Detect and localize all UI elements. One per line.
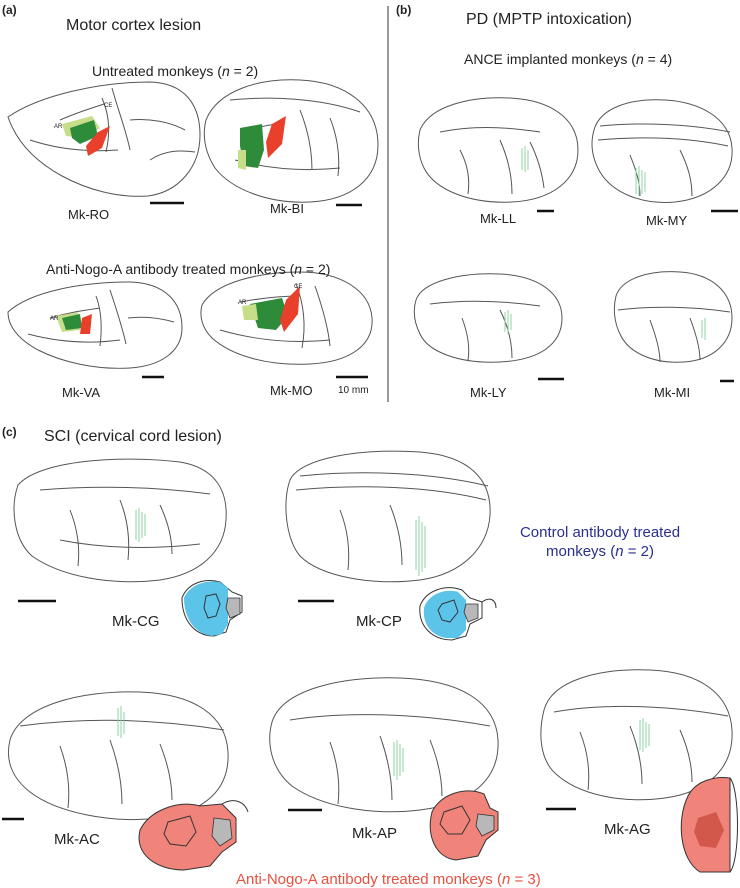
monkey-label-ap: Mk-AP xyxy=(352,826,397,841)
scale-label: 10 mm xyxy=(338,386,369,396)
annotation-ar-mo: AR xyxy=(238,300,246,306)
brain-mk-mi xyxy=(614,272,732,363)
panel-b-group-ance: ANCE implanted monkeys (n = 4) xyxy=(464,52,672,66)
implant-mk-cp xyxy=(416,516,425,576)
lesion-red-bi xyxy=(266,116,286,158)
annotation-ce-ro: CE xyxy=(104,103,112,109)
implant-mk-ac xyxy=(118,706,124,738)
implant-mk-ag xyxy=(640,718,649,752)
panel-a-group-untreated: Untreated monkeys (n = 2) xyxy=(92,64,258,78)
annotation-ar-ro: AR xyxy=(54,124,62,130)
panel-a-title: Motor cortex lesion xyxy=(66,18,201,34)
lesion-green-light-bi xyxy=(238,150,246,170)
brain-mk-my xyxy=(592,100,732,203)
panel-c-title: SCI (cervical cord lesion) xyxy=(44,429,222,445)
panel-c-letter: (c) xyxy=(2,426,17,438)
implant-mk-mi xyxy=(702,318,705,340)
implant-mk-ll xyxy=(522,146,528,172)
panel-a-group-treated: Anti-Nogo-A antibody treated monkeys (n … xyxy=(46,262,330,276)
brain-mk-ag xyxy=(541,670,732,800)
cord-mk-ap xyxy=(430,791,498,860)
monkey-label-cg: Mk-CG xyxy=(112,614,160,629)
panel-c-group-treated: Anti-Nogo-A antibody treated monkeys (n … xyxy=(236,872,541,887)
annotation-ar-va: AR xyxy=(50,316,58,322)
cord-mk-cg xyxy=(182,581,242,636)
monkey-label-ly: Mk-LY xyxy=(470,386,507,399)
brain-mk-cp xyxy=(286,451,490,582)
panel-a-letter: (a) xyxy=(2,4,17,16)
brain-mk-ll xyxy=(418,98,578,202)
monkey-label-mi: Mk-MI xyxy=(654,386,690,399)
implant-mk-cg xyxy=(136,508,145,542)
brain-mk-ly xyxy=(414,274,562,362)
implant-mk-ly xyxy=(505,310,511,334)
annotation-ce-mo: CE xyxy=(294,284,302,290)
lesion-green-light-mo xyxy=(242,304,258,320)
implant-mk-my xyxy=(636,166,645,196)
panel-b-letter: (b) xyxy=(396,4,411,16)
monkey-label-ro: Mk-RO xyxy=(68,208,109,221)
panel-b-title: PD (MPTP intoxication) xyxy=(466,12,632,28)
cord-mk-cp xyxy=(420,588,496,640)
monkey-label-my: Mk-MY xyxy=(646,214,687,227)
monkey-label-ll: Mk-LL xyxy=(480,212,516,225)
lesion-red-va xyxy=(80,314,92,334)
brain-mk-va xyxy=(8,282,182,368)
monkey-label-bi: Mk-BI xyxy=(270,202,304,215)
brain-mk-bi xyxy=(204,80,378,202)
brain-mk-cg xyxy=(14,459,226,582)
panel-c-group-control: Control antibody treated monkeys (n = 2) xyxy=(500,524,700,562)
monkey-label-mo: Mk-MO xyxy=(270,384,313,397)
implant-mk-ap xyxy=(394,740,403,780)
monkey-label-va: Mk-VA xyxy=(62,386,100,399)
monkey-label-ag: Mk-AG xyxy=(604,822,651,837)
monkey-label-cp: Mk-CP xyxy=(356,614,402,629)
cord-mk-ac xyxy=(139,801,248,870)
monkey-label-ac: Mk-AC xyxy=(54,832,100,847)
